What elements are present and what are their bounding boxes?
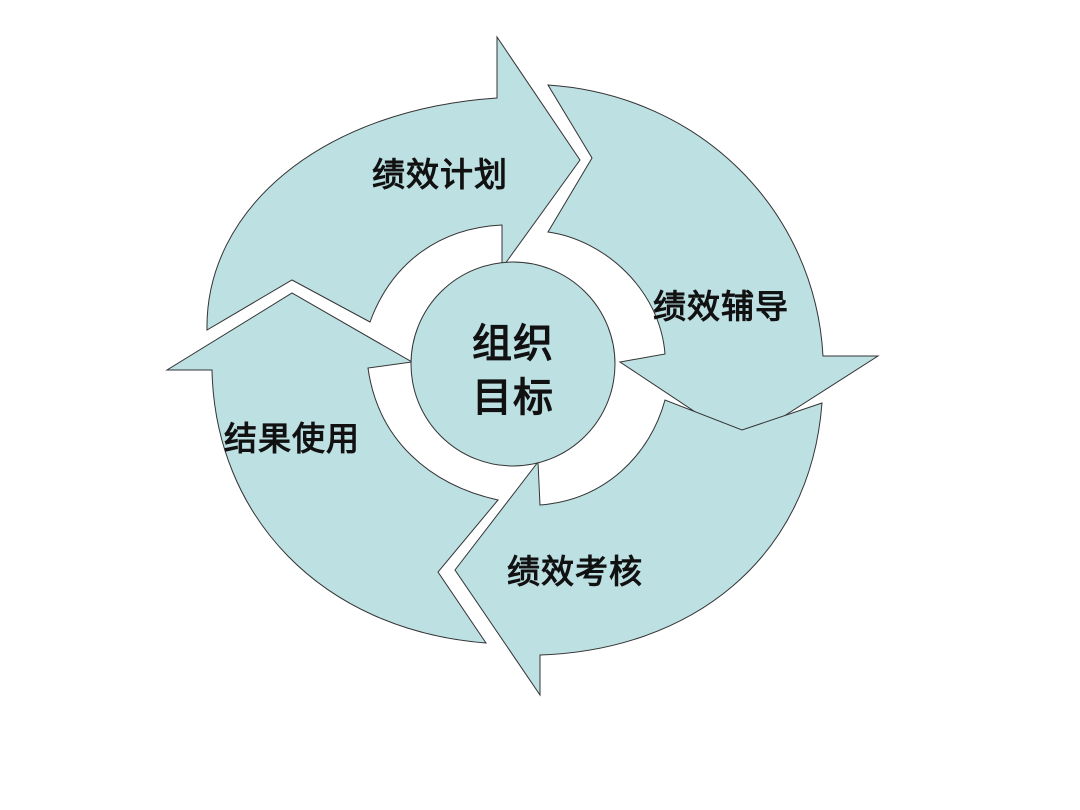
label-plan: 绩效计划 — [372, 155, 508, 194]
segment-assessment — [454, 399, 823, 697]
segment-coaching — [547, 84, 880, 444]
segment-use-of-results — [165, 292, 499, 644]
label-coaching: 绩效辅导 — [653, 287, 789, 326]
hub-label-line1: 组织 — [472, 321, 554, 367]
hub-label-line2: 目标 — [472, 375, 554, 421]
label-use-of-results: 结果使用 — [224, 419, 360, 458]
hub-circle — [410, 261, 616, 467]
label-assessment: 绩效考核 — [507, 552, 643, 591]
segment-plan — [206, 35, 581, 331]
